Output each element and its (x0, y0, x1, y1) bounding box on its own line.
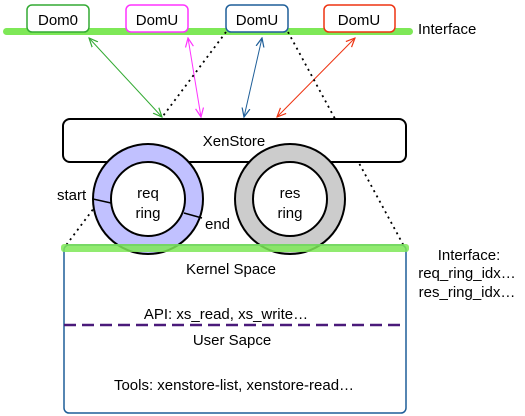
arrow-dom0-xenstore (89, 38, 162, 117)
req-ring-end-marker (183, 212, 203, 219)
kernel-interface-bar (61, 244, 409, 252)
side-interface-line2: res_ring_idx… (419, 284, 516, 301)
req-ring-end-label: end (205, 216, 230, 233)
domain-domu-blue-label: DomU (236, 12, 279, 29)
domain-dom0: Dom0 (26, 4, 90, 33)
domain-domu-red-label: DomU (338, 12, 381, 29)
req-ring-label-line2: ring (135, 205, 160, 222)
res-ring-label-line1: res (280, 185, 301, 202)
side-interface-title: Interface: (438, 247, 501, 264)
domain-domu-red: DomU (323, 4, 396, 33)
interface-bar (3, 28, 413, 35)
arrow-domu-magenta-xenstore (188, 38, 201, 117)
req-ring-start-label: start (57, 187, 87, 204)
req-ring-label-line1: req (137, 185, 159, 202)
xenstore-label: XenStore (203, 133, 266, 150)
arrow-domu-red-xenstore (277, 38, 355, 117)
side-interface-line1: req_ring_idx… (418, 265, 516, 282)
domain-domu-magenta: DomU (125, 4, 189, 33)
tools-label: Tools: xenstore-list, xenstore-read… (114, 377, 354, 394)
interface-label: Interface (418, 21, 476, 38)
projection-line-right (287, 31, 406, 249)
user-space-label: User Sapce (193, 332, 271, 349)
req-ring-start-marker (92, 198, 112, 204)
domain-dom0-label: Dom0 (38, 12, 78, 29)
kernel-space-label: Kernel Space (186, 261, 276, 278)
domain-domu-magenta-label: DomU (136, 12, 179, 29)
res-ring-label-line2: ring (277, 205, 302, 222)
domain-domu-blue: DomU (225, 4, 289, 33)
req-ring: req ring (92, 143, 204, 255)
res-ring: res ring (234, 143, 346, 255)
arrow-domu-blue-xenstore (244, 38, 262, 117)
api-label: API: xs_read, xs_write… (144, 306, 308, 323)
